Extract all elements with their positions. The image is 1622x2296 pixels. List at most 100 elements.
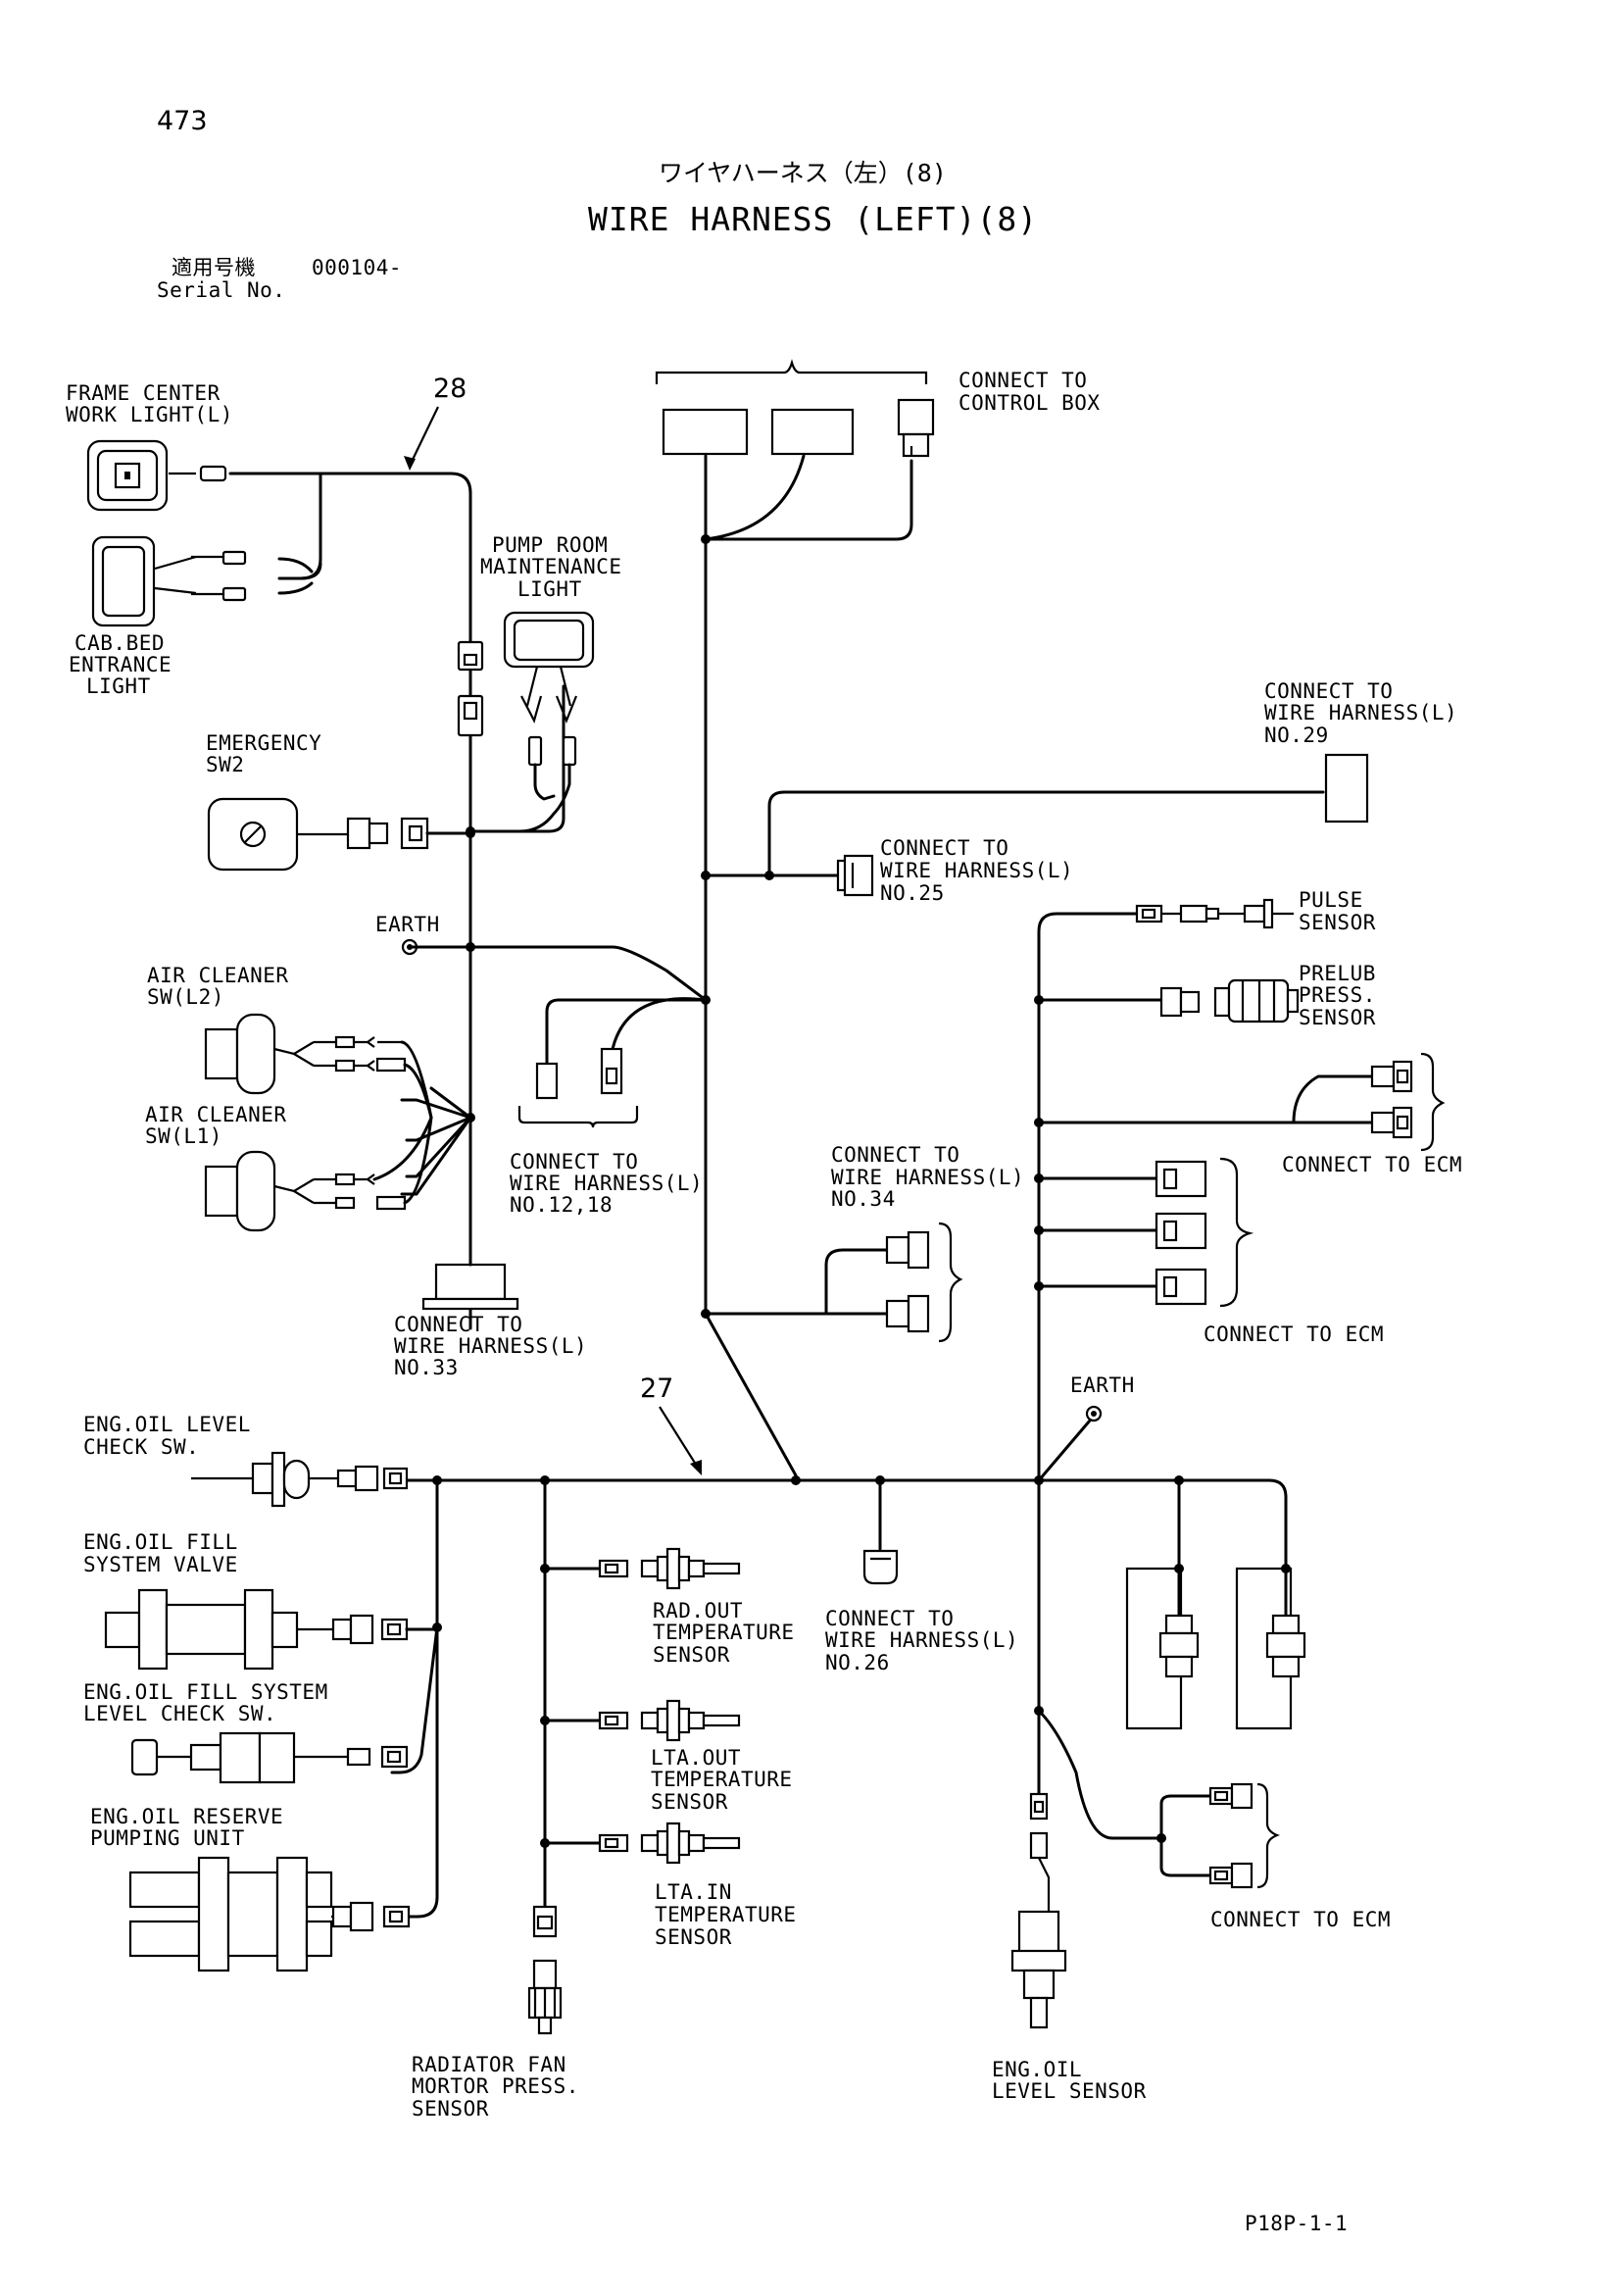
pulse-sensor [1135, 898, 1294, 929]
serial-label-japanese: 適用号機 [172, 256, 256, 279]
label-rad-fan-1: RADIATOR FAN [412, 2053, 566, 2076]
label-oil-fill-valve-1: ENG.OIL FILL [83, 1530, 238, 1554]
junction-dot [466, 942, 475, 952]
control-box-connectors [655, 359, 935, 458]
label-pump-room-1: PUMP ROOM [492, 533, 608, 557]
junction-dot [1034, 1281, 1044, 1291]
harness-28-wires [228, 472, 708, 1330]
label-pulse-1: PULSE [1299, 888, 1363, 912]
junction-dot [540, 1716, 550, 1725]
label-wh34-1: CONNECT TO [831, 1143, 959, 1167]
callout-27-arrowhead [690, 1460, 702, 1475]
serial-number-value: 000104- [312, 256, 402, 279]
junction-dot [1034, 1706, 1044, 1716]
junction-dot [1034, 1173, 1044, 1183]
label-lta-in-1: LTA.IN [655, 1880, 732, 1904]
label-air-l2-2: SW(L2) [147, 985, 224, 1009]
right-trunk-wires [1037, 912, 1374, 1482]
junction-dot [432, 1475, 442, 1485]
junction-dot [701, 995, 711, 1005]
emergency-switch-2 [207, 797, 472, 872]
earth-terminal-bottom [1037, 1405, 1103, 1482]
label-oil-level-sensor-2: LEVEL SENSOR [992, 2079, 1147, 2103]
junction-dot [764, 871, 774, 880]
label-wh29-2: WIRE HARNESS(L) [1264, 701, 1457, 724]
serial-label-english: Serial No. [157, 278, 285, 302]
label-wh26-1: CONNECT TO [825, 1607, 954, 1630]
prelub-press-sensor [1159, 978, 1300, 1023]
label-cab-bed-3: LIGHT [86, 674, 151, 698]
connector-wire-harness-34 [885, 1222, 963, 1343]
junction-dot [1034, 995, 1044, 1005]
label-rad-fan-2: MORTOR PRESS. [412, 2074, 579, 2098]
eng-oil-fill-level-check-switch [130, 1731, 409, 1784]
connector-pair-harness-28 [457, 640, 484, 737]
junction-dot [540, 1564, 550, 1573]
label-wh25-3: NO.25 [880, 881, 945, 905]
label-wh29-3: NO.29 [1264, 724, 1329, 747]
label-wh1218-2: WIRE HARNESS(L) [510, 1172, 703, 1195]
junction-dot [701, 1309, 711, 1319]
label-lta-in-2: TEMPERATURE [655, 1903, 797, 1926]
label-prelub-1: PRELUB [1299, 962, 1376, 985]
label-lta-out-1: LTA.OUT [651, 1746, 741, 1770]
junction-dot [701, 871, 711, 880]
lta-in-temperature-sensor [598, 1822, 741, 1865]
label-emergency-2: SW2 [206, 753, 244, 776]
label-oil-reserve-2: PUMPING UNIT [90, 1826, 245, 1850]
title-japanese: ワイヤハーネス（左）(8) [659, 159, 947, 187]
label-prelub-3: SENSOR [1299, 1006, 1376, 1029]
harness-27-wires [390, 1478, 1288, 1919]
connector-wire-harness-12-18 [517, 1047, 639, 1128]
label-air-l2-1: AIR CLEANER [147, 964, 289, 987]
label-wh29-1: CONNECT TO [1264, 679, 1393, 703]
junction-dot [1034, 1225, 1044, 1235]
label-earth-top: EARTH [375, 913, 440, 936]
label-oil-reserve-1: ENG.OIL RESERVE [90, 1805, 283, 1828]
page-number: 473 [157, 106, 208, 136]
label-cab-bed-2: ENTRANCE [69, 653, 172, 676]
label-frame-center-1: FRAME CENTER [66, 381, 221, 405]
frame-center-work-light [86, 439, 227, 512]
label-pulse-2: SENSOR [1299, 911, 1376, 934]
label-prelub-2: PRESS. [1299, 983, 1376, 1007]
junction-dot [1034, 1118, 1044, 1127]
connector-wire-harness-26 [862, 1549, 899, 1585]
label-oil-level-check-1: ENG.OIL LEVEL [83, 1413, 251, 1436]
label-oil-fill-valve-2: SYSTEM VALVE [83, 1553, 238, 1576]
junction-dot [791, 1475, 801, 1485]
radiator-fan-motor-press-sensor [527, 1905, 563, 2035]
twin-pigtail-connectors [1125, 1564, 1306, 1730]
connector-wire-harness-33 [421, 1263, 519, 1311]
label-wh33-1: CONNECT TO [394, 1313, 522, 1336]
label-control-box-2: CONTROL BOX [958, 391, 1101, 415]
label-wh25-2: WIRE HARNESS(L) [880, 859, 1073, 882]
drawing-code: P18P-1-1 [1245, 2212, 1348, 2235]
label-earth-bottom: EARTH [1070, 1373, 1135, 1397]
label-air-l1-1: AIR CLEANER [145, 1103, 287, 1126]
label-control-box-1: CONNECT TO [958, 369, 1087, 392]
junction-dot [1174, 1475, 1184, 1485]
air-cleaner-switch-l2 [204, 1013, 433, 1120]
cab-bed-entrance-light [91, 535, 247, 627]
ecm-connectors-2 [1155, 1157, 1254, 1308]
ecm-connectors-3 [1208, 1782, 1280, 1889]
junction-dot [701, 534, 711, 544]
title-english: WIRE HARNESS (LEFT)(8) [588, 200, 1038, 238]
eng-oil-reserve-pumping-unit [128, 1856, 411, 1972]
callout-28-arrowhead [404, 456, 416, 471]
label-wh26-2: WIRE HARNESS(L) [825, 1628, 1018, 1652]
label-pump-room-3: LIGHT [517, 577, 582, 601]
eng-oil-level-sensor [1010, 1792, 1067, 2029]
earth-terminal-top [401, 938, 418, 956]
callout-28: 28 [433, 374, 467, 404]
junction-dot [466, 828, 475, 838]
pump-room-maintenance-light [468, 611, 595, 833]
label-lta-in-3: SENSOR [655, 1925, 732, 1949]
callout-27: 27 [640, 1373, 673, 1404]
label-ecm-2: CONNECT TO ECM [1204, 1323, 1384, 1346]
label-wh33-3: NO.33 [394, 1356, 459, 1379]
junction-dot [1034, 1475, 1044, 1485]
ecm-connectors-1 [1370, 1052, 1446, 1152]
label-wh26-3: NO.26 [825, 1651, 890, 1674]
